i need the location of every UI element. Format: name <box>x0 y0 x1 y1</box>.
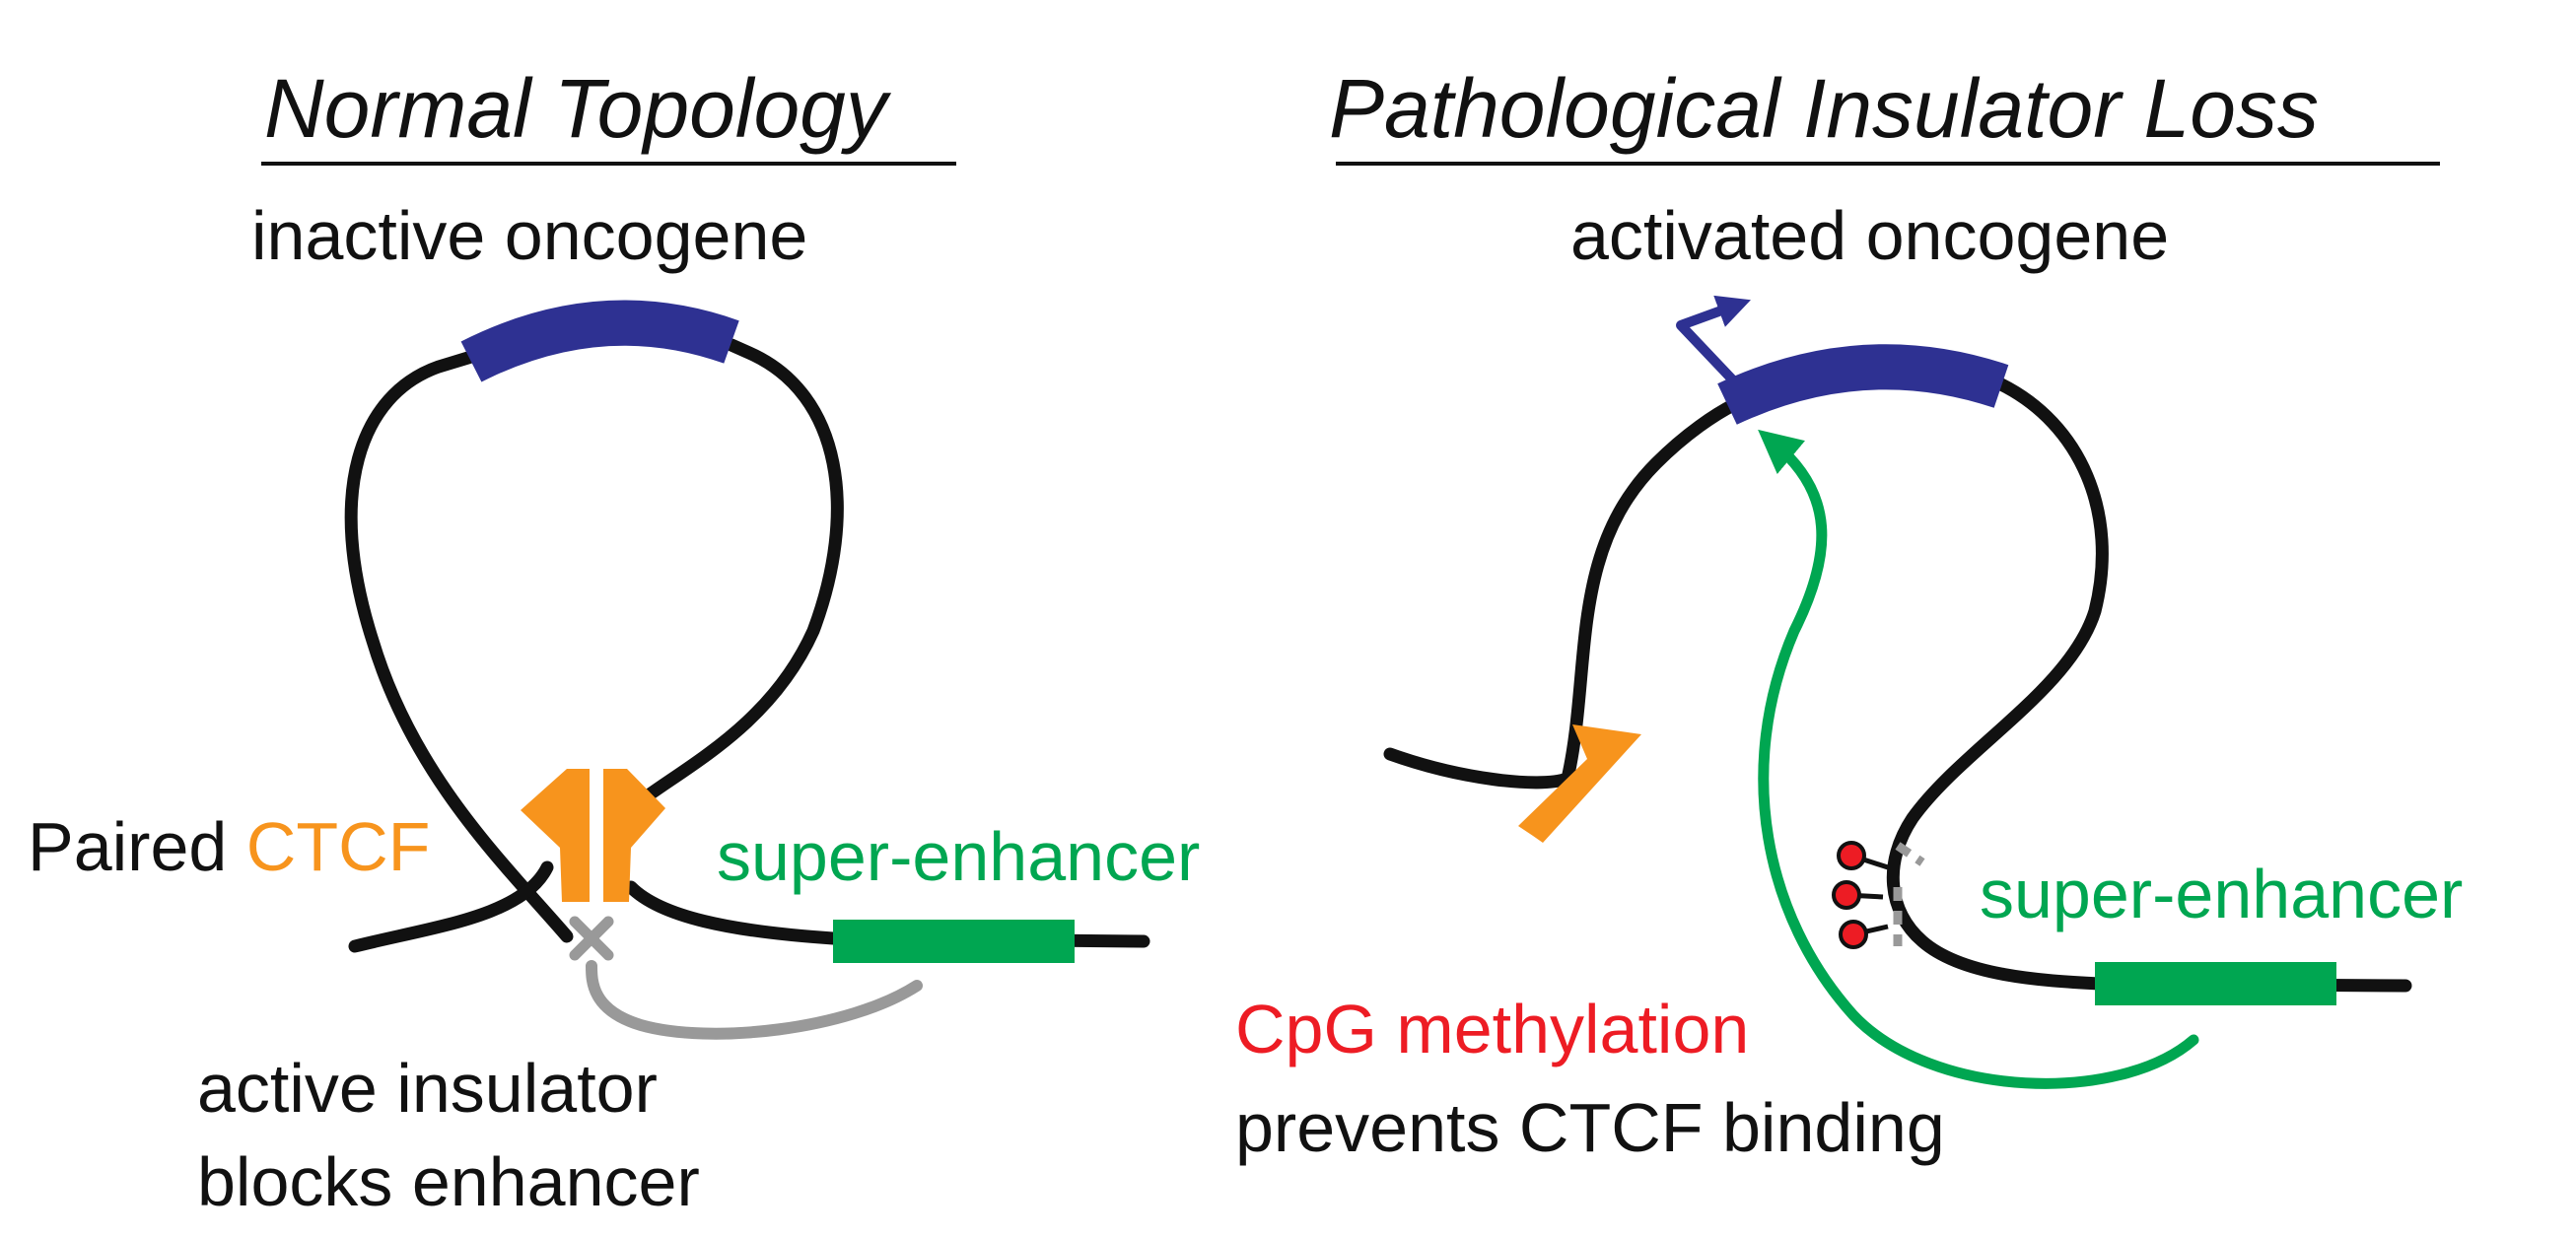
left-gene-label: inactive oncogene <box>251 197 808 274</box>
left-enhancer-bar <box>833 920 1075 963</box>
left-ctcf-word: CTCF <box>245 808 431 885</box>
left-blocked-x-icon <box>569 916 614 961</box>
right-ctcf-icon <box>1518 724 1641 843</box>
right-panel-title: Pathological Insulator Loss <box>1329 62 2319 155</box>
left-ctcf-label: Paired CTCF <box>28 808 430 885</box>
right-methylation-marks-icon <box>1832 841 1889 949</box>
left-ctcf-left-icon <box>521 769 590 902</box>
left-chromatin-loop-left <box>344 350 574 943</box>
right-enhancer-label: super-enhancer <box>1980 856 2464 932</box>
left-blocked-arrow <box>586 960 923 1040</box>
right-chromatin-left-strand <box>1383 397 1742 790</box>
left-chromatin-tail-right <box>624 880 1150 948</box>
left-ctcf-prefix: Paired <box>28 808 246 885</box>
right-enhancer-bar <box>2095 962 2336 1005</box>
right-oncogene-segment <box>1717 344 2009 425</box>
left-oncogene-segment <box>460 300 739 382</box>
left-title-underline <box>261 162 956 166</box>
left-chromatin-tail-left <box>348 860 554 953</box>
left-insulator-line2: blocks enhancer <box>197 1143 700 1220</box>
left-chromatin-loop-right <box>624 338 844 815</box>
right-panel-graphics <box>1383 295 2412 1089</box>
left-panel-graphics <box>344 300 1150 1040</box>
right-methylation-label: CpG methylation <box>1235 991 1750 1067</box>
left-enhancer-label: super-enhancer <box>717 818 1201 895</box>
right-ctcf-dashed-remnant <box>1893 842 1925 946</box>
right-activation-arrow <box>1758 429 2199 1089</box>
left-panel-title: Normal Topology <box>264 62 887 155</box>
right-gene-label: activated oncogene <box>1570 197 2170 274</box>
left-insulator-line1: active insulator <box>197 1050 658 1127</box>
right-title-underline <box>1336 162 2440 166</box>
left-ctcf-right-icon <box>603 769 665 902</box>
right-chromatin-right-strand <box>1886 378 2412 993</box>
right-tss-arrow-icon <box>1676 295 1751 386</box>
right-binding-label: prevents CTCF binding <box>1235 1089 1945 1166</box>
